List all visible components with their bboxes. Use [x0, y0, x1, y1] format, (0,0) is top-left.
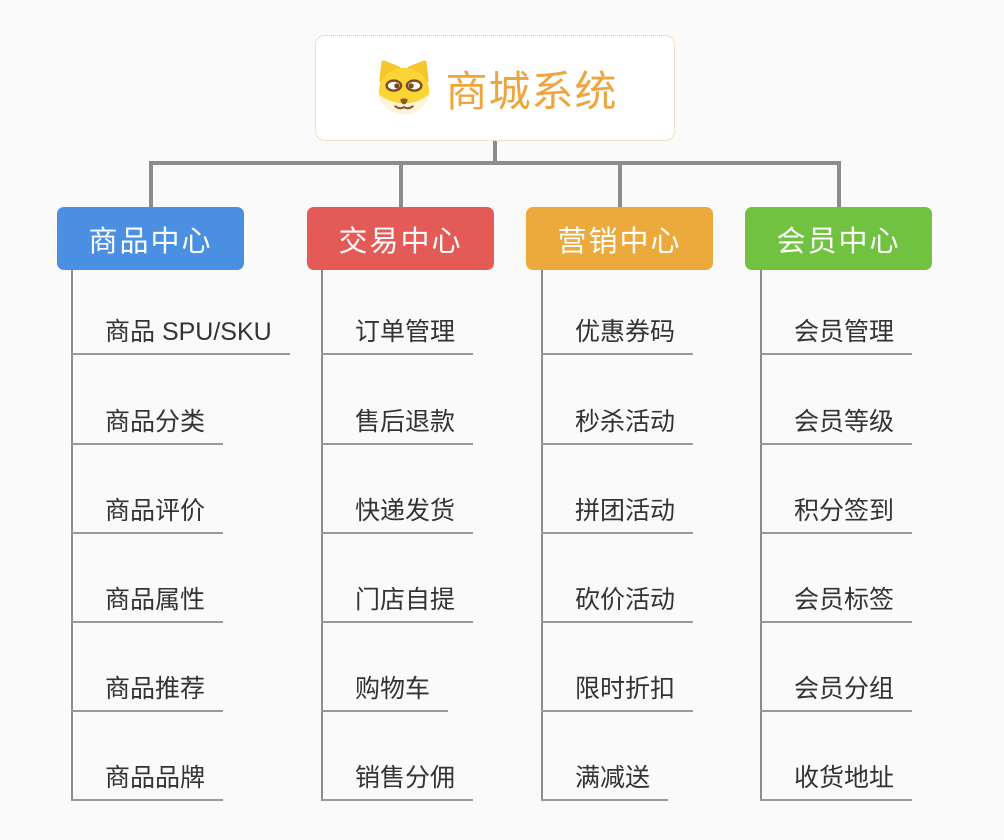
drop-line-2 [617, 161, 622, 207]
leaf-node-1-1[interactable]: 售后退款 [321, 399, 474, 445]
leaf-node-1-3[interactable]: 门店自提 [321, 577, 474, 623]
leaf-node-0-0[interactable]: 商品 SPU/SKU [71, 309, 290, 355]
leaf-node-2-2[interactable]: 拼团活动 [541, 488, 694, 534]
branch-header-1[interactable]: 交易中心 [307, 207, 494, 270]
drop-line-3 [836, 161, 841, 207]
root-title: 商城系统 [445, 67, 618, 115]
leaf-node-0-3[interactable]: 商品属性 [71, 577, 224, 623]
leaf-node-1-0[interactable]: 订单管理 [321, 309, 474, 355]
leaf-node-3-4[interactable]: 会员分组 [760, 666, 913, 712]
drop-line-0 [148, 161, 153, 207]
leaf-node-3-0[interactable]: 会员管理 [760, 309, 913, 355]
root-stub-line [493, 141, 497, 165]
leaf-node-1-2[interactable]: 快递发货 [321, 488, 474, 534]
spine-line-1 [321, 270, 323, 799]
leaf-node-3-2[interactable]: 积分签到 [760, 488, 913, 534]
leaf-node-0-4[interactable]: 商品推荐 [71, 666, 224, 712]
leaf-node-2-4[interactable]: 限时折扣 [541, 666, 694, 712]
leaf-node-1-4[interactable]: 购物车 [321, 666, 449, 712]
dog-icon [372, 60, 436, 116]
spine-line-2 [541, 270, 543, 799]
spine-line-3 [760, 270, 762, 799]
leaf-node-1-5[interactable]: 销售分佣 [321, 755, 474, 801]
root-node[interactable]: 商城系统 [315, 35, 675, 141]
leaf-node-3-1[interactable]: 会员等级 [760, 399, 913, 445]
leaf-node-2-5[interactable]: 满减送 [541, 755, 669, 801]
bus-line [148, 161, 841, 165]
leaf-node-0-5[interactable]: 商品品牌 [71, 755, 224, 801]
drop-line-1 [398, 161, 403, 207]
branch-header-2[interactable]: 营销中心 [526, 207, 713, 270]
leaf-node-0-2[interactable]: 商品评价 [71, 488, 224, 534]
leaf-node-2-0[interactable]: 优惠券码 [541, 309, 694, 355]
branch-header-3[interactable]: 会员中心 [745, 207, 932, 270]
leaf-node-2-1[interactable]: 秒杀活动 [541, 399, 694, 445]
leaf-node-2-3[interactable]: 砍价活动 [541, 577, 694, 623]
leaf-node-3-3[interactable]: 会员标签 [760, 577, 913, 623]
branch-header-0[interactable]: 商品中心 [57, 207, 244, 270]
spine-line-0 [71, 270, 73, 799]
leaf-node-0-1[interactable]: 商品分类 [71, 399, 224, 445]
leaf-node-3-5[interactable]: 收货地址 [760, 755, 913, 801]
